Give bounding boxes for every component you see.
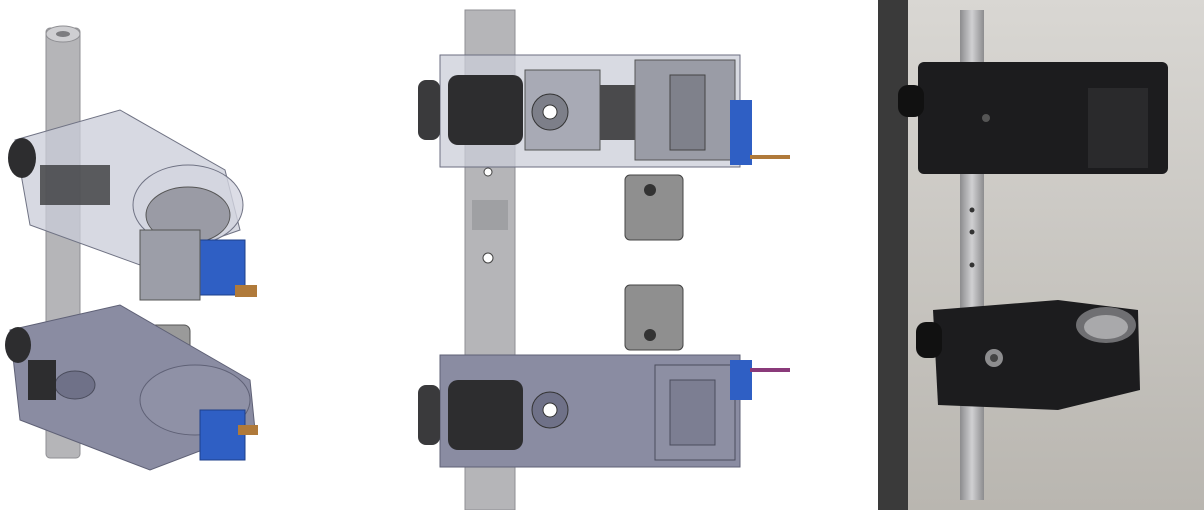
side-upper-knob	[418, 80, 440, 140]
iso-lower-knob	[5, 327, 31, 363]
photo-svg	[878, 0, 1204, 510]
photo-upper-knob	[898, 85, 924, 117]
side-cad-render	[400, 0, 800, 510]
iso-render-svg	[5, 25, 258, 471]
side-lower-pulley	[624, 284, 684, 351]
prototype-photo	[878, 0, 1204, 510]
side-lower-knob	[418, 385, 440, 445]
photo-lower-knob	[916, 322, 942, 358]
iso-upper-knob	[8, 138, 36, 178]
iso-cad-render	[0, 0, 300, 510]
side-upper-pulley	[624, 174, 684, 241]
side-lower-motor	[730, 360, 752, 400]
side-render-svg	[418, 9, 790, 510]
iso-lower-motor	[199, 409, 246, 461]
side-upper-motor	[730, 100, 752, 165]
